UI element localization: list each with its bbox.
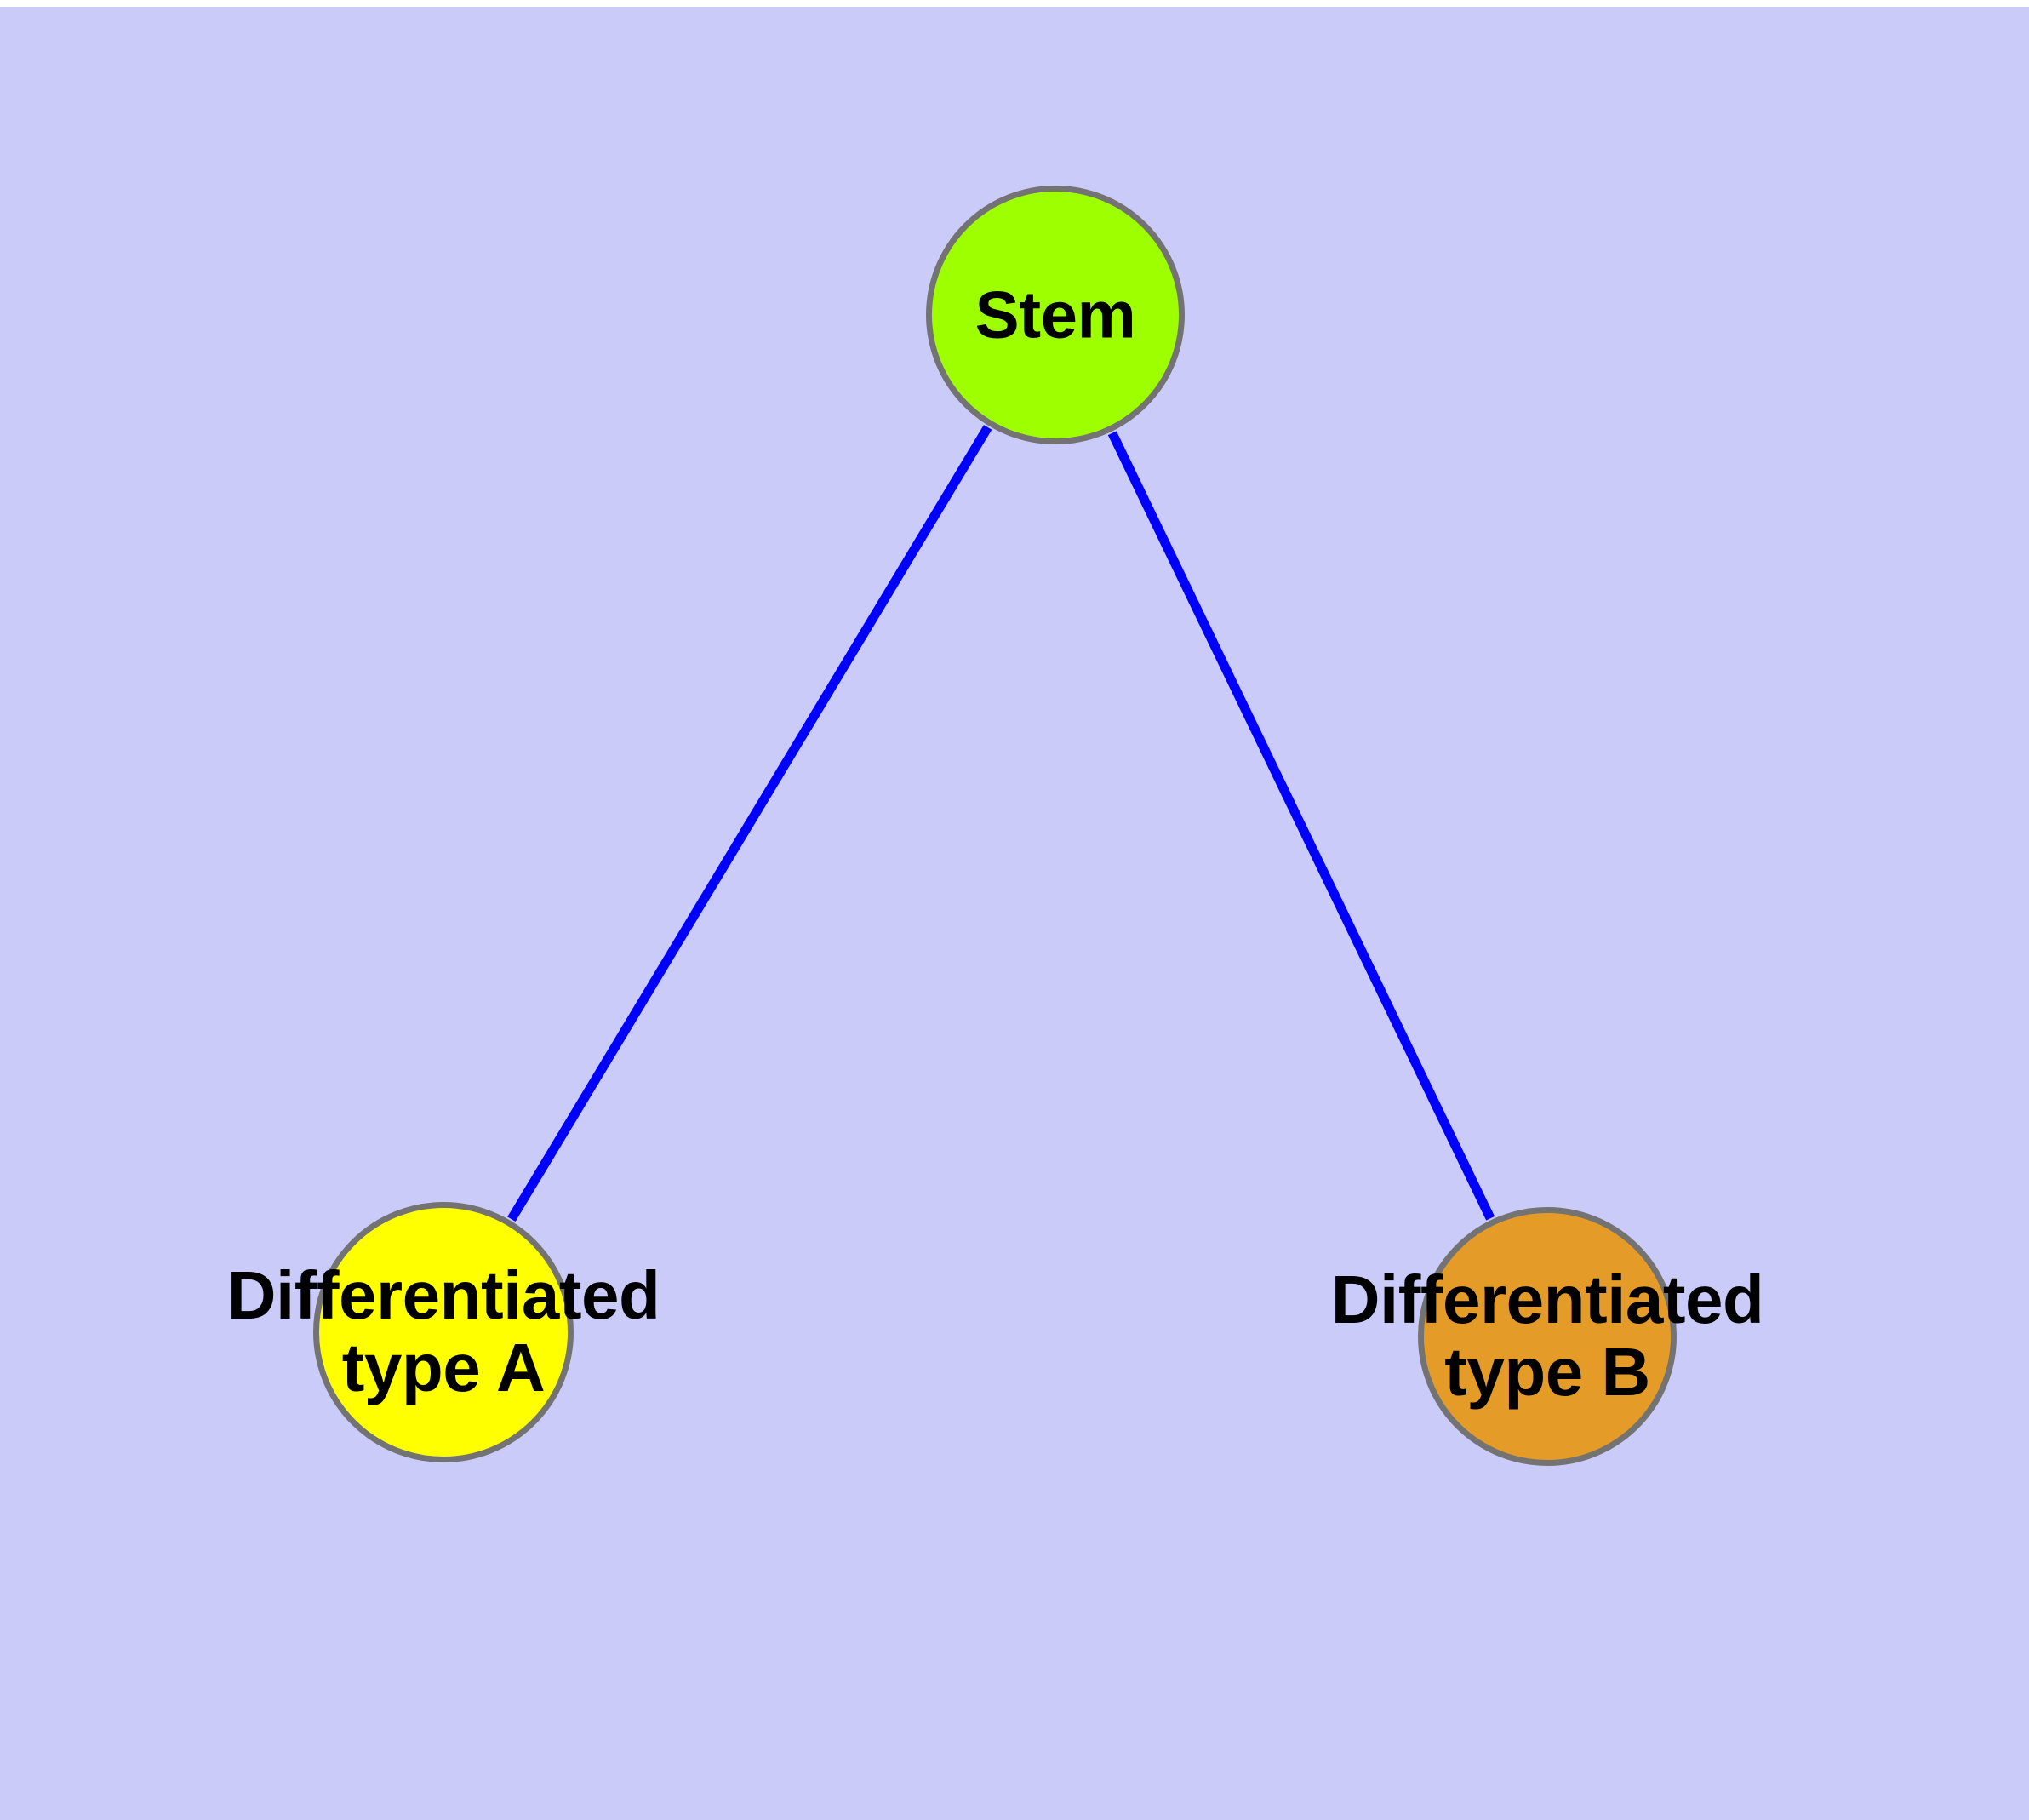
edge-layer [507,425,1495,1222]
graph-node-diff_a[interactable] [313,1202,574,1462]
node-layer [313,186,1677,1466]
graph-node-diff_b[interactable] [1418,1207,1677,1466]
graph-node-stem[interactable] [926,186,1185,444]
graph-edge-stem-to-diff_b[interactable] [1107,431,1495,1221]
graph-edge-stem-to-diff_a[interactable] [507,425,992,1222]
